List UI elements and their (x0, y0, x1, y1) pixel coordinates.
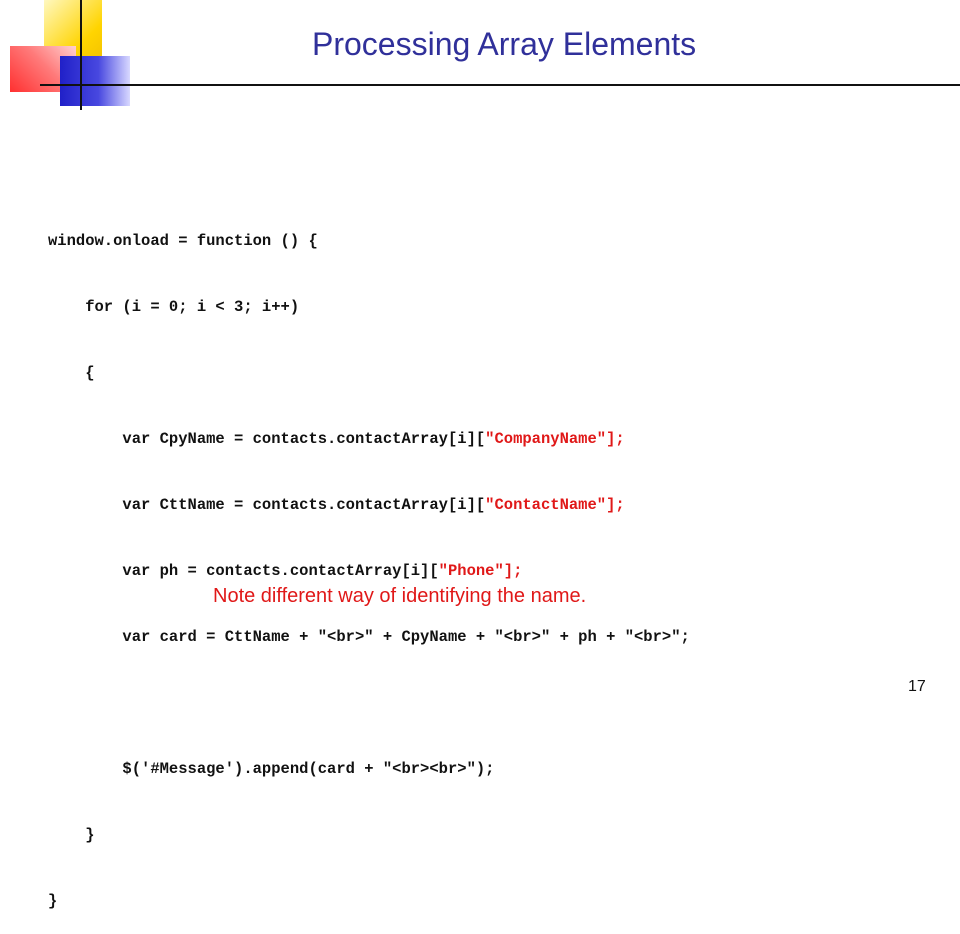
code-block: window.onload = function () { for (i = 0… (48, 190, 690, 934)
code-text: var CpyName = contacts.contactArray[i][ (48, 430, 486, 448)
code-line: } (48, 892, 58, 910)
code-line: { (48, 364, 95, 382)
code-line: window.onload = function () { (48, 232, 318, 250)
note-text: Note different way of identifying the na… (213, 585, 587, 607)
code-text: var CttName = contacts.contactArray[i][ (48, 496, 486, 514)
code-text: var ph = contacts.contactArray[i][ (48, 562, 439, 580)
decor-vertical-line (80, 0, 82, 110)
code-line: var CttName = contacts.contactArray[i]["… (48, 490, 690, 520)
code-key-companyname: "CompanyName"]; (485, 430, 625, 448)
code-line: var ph = contacts.contactArray[i]["Phone… (48, 556, 690, 586)
code-line: } (48, 826, 95, 844)
code-line: var CpyName = contacts.contactArray[i]["… (48, 424, 690, 454)
page-number: 17 (908, 678, 926, 695)
code-line: for (i = 0; i < 3; i++) (48, 298, 300, 316)
code-key-phone: "Phone"]; (438, 562, 523, 580)
decor-blue-square (60, 56, 130, 106)
code-line: $('#Message').append(card + "<br><br>"); (48, 760, 495, 778)
code-line: var card = CttName + "<br>" + CpyName + … (48, 628, 690, 646)
code-blank-line (48, 688, 690, 718)
code-key-contactname: "ContactName"]; (485, 496, 625, 514)
title-underline (40, 84, 960, 86)
slide-title: Processing Array Elements (312, 26, 697, 62)
